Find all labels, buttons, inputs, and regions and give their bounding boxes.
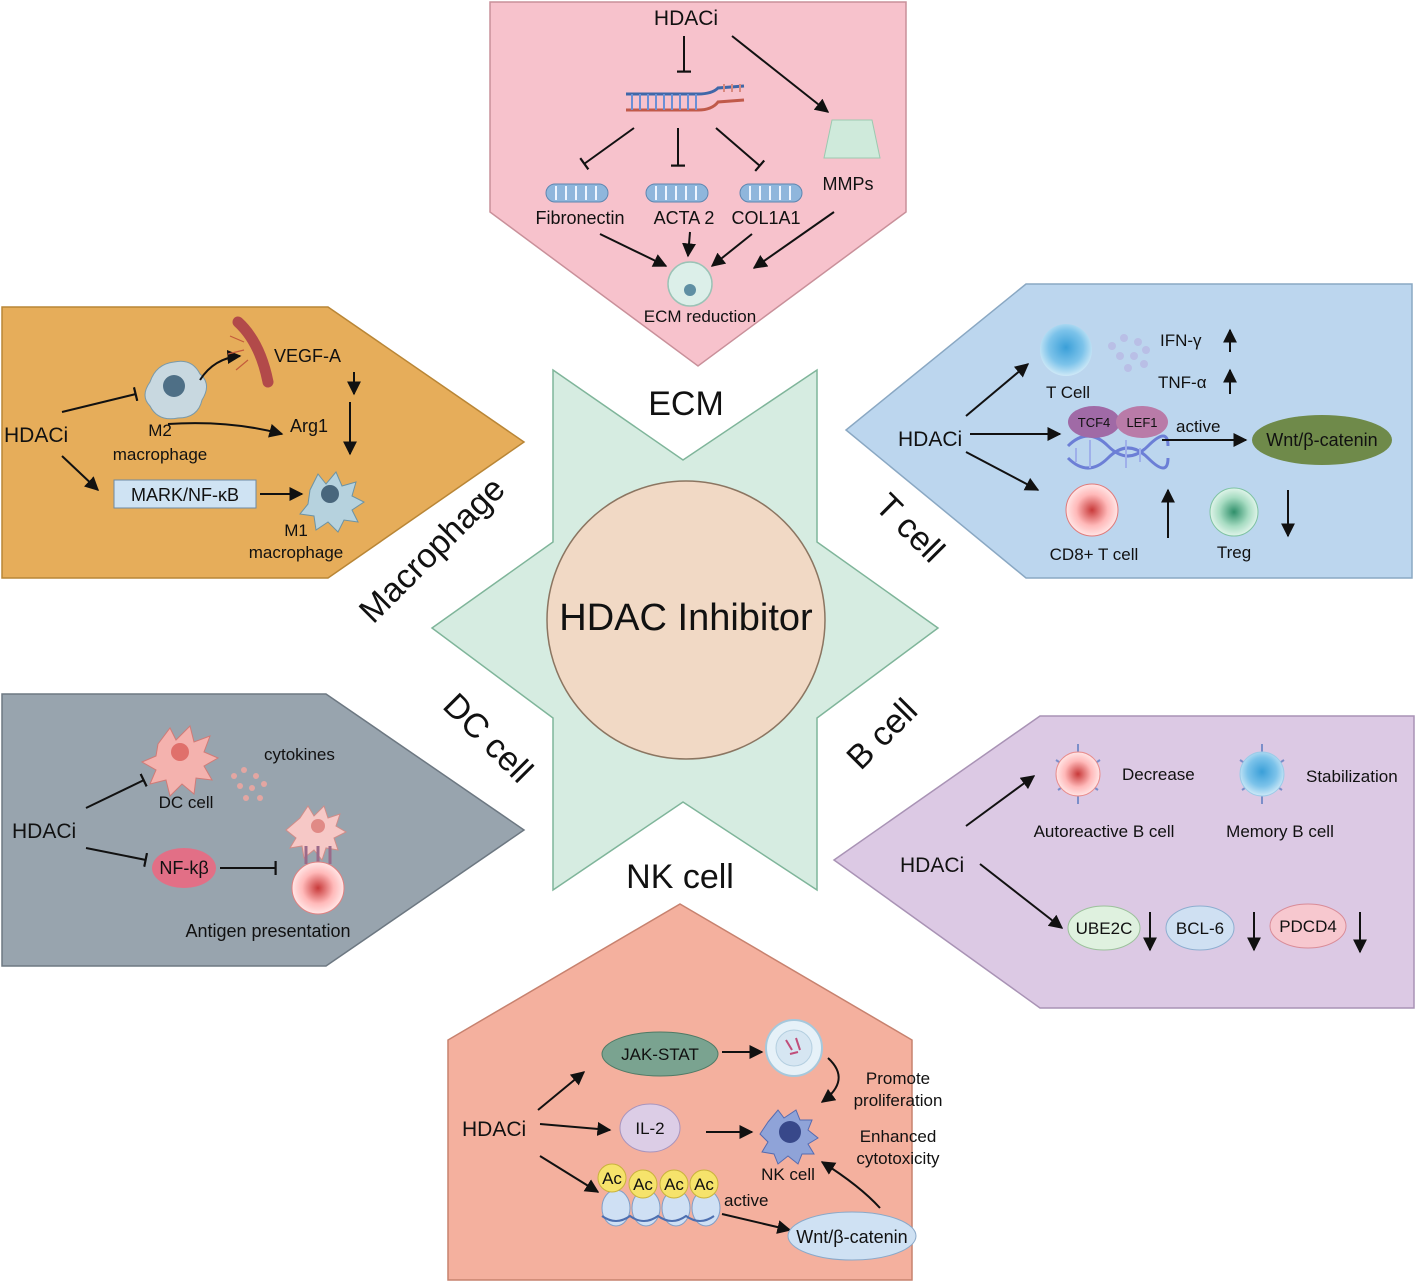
dividing-cell-icon [765, 1019, 823, 1077]
mac-m2-line1: M2 [148, 421, 172, 440]
nk-active: active [724, 1191, 768, 1210]
dc-panel [1, 693, 526, 967]
tcf4-oval [1068, 406, 1120, 438]
pdcd4-oval [1269, 903, 1347, 949]
dc-antigen: Antigen presentation [185, 921, 350, 941]
mac-vegfa: VEGF-A [274, 346, 341, 366]
nk-ac-2: Ac [633, 1175, 653, 1194]
nk-enhanced2: cytotoxicity [856, 1149, 940, 1168]
dc-cytokines: cytokines [264, 745, 335, 764]
dc-cell-icon [140, 725, 220, 797]
jakstat-oval [601, 1031, 719, 1077]
nk-cell-icon [759, 1109, 819, 1165]
ecm-col1a1: COL1A1 [731, 208, 800, 228]
vessel-icon [232, 316, 274, 388]
b-decrease: Decrease [1122, 765, 1195, 784]
m2-macrophage-icon [144, 360, 207, 420]
bcl6-oval [1165, 905, 1235, 951]
wnt-oval [1252, 415, 1392, 465]
nk-promote1: Promote [866, 1069, 930, 1088]
nk-content: HDACi JAK-STAT Promote proliferation IL-… [462, 1019, 943, 1261]
nk-nkcell: NK cell [761, 1165, 815, 1184]
t-tnf: TNF-α [1158, 373, 1207, 392]
m1-macrophage-icon [299, 471, 365, 533]
nk-jakstat: JAK-STAT [621, 1045, 699, 1064]
t-cd8: CD8+ T cell [1050, 545, 1139, 564]
b-ube2c: UBE2C [1076, 919, 1133, 938]
dc-hdaci: HDACi [12, 820, 76, 843]
b-hdaci: HDACi [900, 854, 964, 877]
nk-panel [447, 903, 913, 1281]
b-memory: Memory B cell [1226, 822, 1334, 841]
tcell-content: HDACi T Cell IFN-γ TNF-α TCF4 LEF1 activ… [898, 324, 1392, 564]
t-treg: Treg [1217, 543, 1251, 562]
bcell-content: HDACi Decrease Stabilization Autoreactiv… [900, 744, 1398, 954]
nfkb-oval [152, 848, 216, 888]
t-tcell: T Cell [1046, 383, 1090, 402]
cd8-cell-icon [1065, 483, 1119, 537]
ecm-hdaci: HDACi [654, 7, 718, 30]
center-title: HDAC Inhibitor [559, 597, 813, 639]
t-wnt: Wnt/β-catenin [1266, 430, 1377, 450]
nk-enhanced1: Enhanced [860, 1127, 937, 1146]
mac-m1-line1: M1 [284, 521, 308, 540]
mac-arg1: Arg1 [290, 416, 328, 436]
memory-b-cell-icon [1239, 744, 1285, 804]
treg-cell-icon [1209, 487, 1259, 537]
b-stabilization: Stabilization [1306, 767, 1398, 786]
il2-oval [619, 1103, 681, 1153]
autoreactive-b-cell-icon [1055, 744, 1101, 804]
nk-promote2: proliferation [854, 1091, 943, 1110]
nk-ac-1: Ac [602, 1169, 622, 1188]
t-active: active [1176, 417, 1220, 436]
mac-hdaci: HDACi [4, 424, 68, 447]
dc-cytokine-dots-icon [231, 767, 267, 801]
t-lef1: LEF1 [1126, 415, 1157, 430]
nk-wnt: Wnt/β-catenin [796, 1227, 907, 1247]
nk-ac-4: Ac [694, 1175, 714, 1194]
mmps-icon [823, 119, 881, 159]
t-cell-icon [1040, 324, 1092, 376]
ecm-result: ECM reduction [644, 307, 756, 326]
dc-dccell: DC cell [159, 793, 214, 812]
central-circle [546, 480, 826, 760]
label-nk: NK cell [626, 858, 734, 896]
ecm-mmps: MMPs [823, 174, 874, 194]
label-dc: DC cell [436, 686, 540, 790]
b-autoreactive: Autoreactive B cell [1034, 822, 1175, 841]
macrophage-panel [1, 306, 526, 579]
antigen-cells-icon [285, 805, 348, 915]
b-bcl6: BCL-6 [1176, 919, 1224, 938]
lef1-oval [1116, 406, 1168, 438]
dc-nfkb: NF-kβ [159, 858, 208, 878]
t-hdaci: HDACi [898, 428, 962, 451]
dna-icon [626, 84, 745, 112]
mac-pathway-box [113, 479, 257, 509]
fiber-icons [545, 183, 803, 203]
ecm-acta2: ACTA 2 [654, 208, 715, 228]
macrophage-content: HDACi M2 macrophage VEGF-A Arg1 MARK/NF-… [4, 316, 365, 562]
nk-hdaci: HDACi [462, 1118, 526, 1141]
ube2c-oval [1067, 905, 1141, 951]
dc-content: HDACi DC cell cytokines NF-kβ Antigen pr… [12, 725, 351, 941]
mac-pathway: MARK/NF-κB [131, 485, 239, 505]
ecm-content: HDACi [535, 7, 881, 326]
nk-wnt-oval [787, 1211, 917, 1261]
nk-ac-3: Ac [664, 1175, 684, 1194]
label-bcell: B cell [839, 691, 925, 777]
label-ecm: ECM [648, 385, 724, 423]
nk-il2: IL-2 [635, 1119, 664, 1138]
nucleosome-icon [601, 1189, 721, 1227]
t-tcf4: TCF4 [1078, 415, 1111, 430]
b-pdcd4: PDCD4 [1279, 917, 1337, 936]
t-ifn: IFN-γ [1160, 331, 1202, 350]
acetyl-marks: Ac Ac Ac Ac [597, 1163, 719, 1199]
mac-m1-line2: macrophage [249, 543, 344, 562]
cytokine-dots-icon [1108, 334, 1150, 372]
mac-m2-line2: macrophage [113, 445, 208, 464]
ecm-fibronectin: Fibronectin [535, 208, 624, 228]
